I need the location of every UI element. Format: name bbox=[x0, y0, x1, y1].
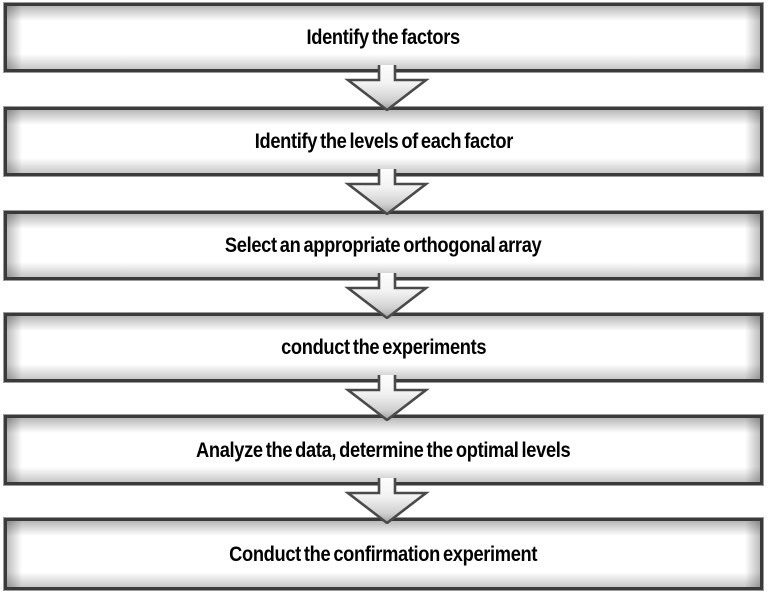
down-arrow-icon bbox=[343, 65, 430, 111]
flow-step-select-array: Select an appropriate orthogonal array bbox=[4, 211, 763, 280]
down-arrow-icon bbox=[343, 375, 430, 421]
down-arrow-icon bbox=[343, 169, 430, 215]
flow-step-identify-factors: Identify the factors bbox=[4, 3, 763, 72]
flow-step-label: conduct the experiments bbox=[280, 335, 487, 359]
flow-step-label: Identify the levels of each factor bbox=[254, 129, 513, 153]
flow-step-identify-levels: Identify the levels of each factor bbox=[4, 107, 763, 176]
flow-step-analyze-data: Analyze the data, determine the optimal … bbox=[4, 415, 763, 485]
flow-step-label: Select an appropriate orthogonal array bbox=[225, 233, 542, 257]
flow-step-label: Identify the factors bbox=[306, 25, 461, 49]
down-arrow-icon bbox=[343, 478, 430, 524]
down-arrow-icon bbox=[343, 273, 430, 319]
flow-step-conduct-experiments: conduct the experiments bbox=[4, 313, 763, 382]
flow-step-confirmation-experiment: Conduct the confirmation experiment bbox=[4, 518, 763, 590]
flow-step-label: Analyze the data, determine the optimal … bbox=[196, 437, 571, 462]
flow-step-label: Conduct the confirmation experiment bbox=[229, 541, 538, 566]
